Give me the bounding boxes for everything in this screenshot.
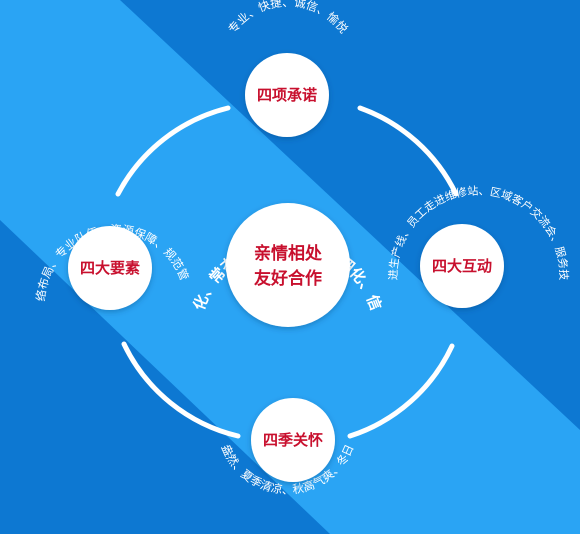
ring <box>115 105 459 439</box>
right-node-title: 四大互动 <box>432 257 492 275</box>
ring-arc-bottom-left <box>121 341 241 439</box>
top-node <box>245 53 329 137</box>
center-node-line1: 亲情相处 <box>254 243 323 264</box>
nodes <box>68 53 504 482</box>
right-node <box>420 224 504 308</box>
center-node <box>226 203 350 327</box>
left-node-title: 四大要素 <box>80 259 140 277</box>
ring-arc-top-left <box>115 105 231 197</box>
left-node <box>68 226 152 310</box>
center-node-line2: 友好合作 <box>254 268 322 289</box>
ring-arc-bottom-right <box>347 343 455 439</box>
background-diagonal-band-top <box>120 0 580 430</box>
bottom-node <box>251 398 335 482</box>
top-node-title: 四项承诺 <box>257 86 317 104</box>
bottom-node-title: 四季关怀 <box>263 431 323 449</box>
ring-arc-top-right <box>357 105 459 197</box>
